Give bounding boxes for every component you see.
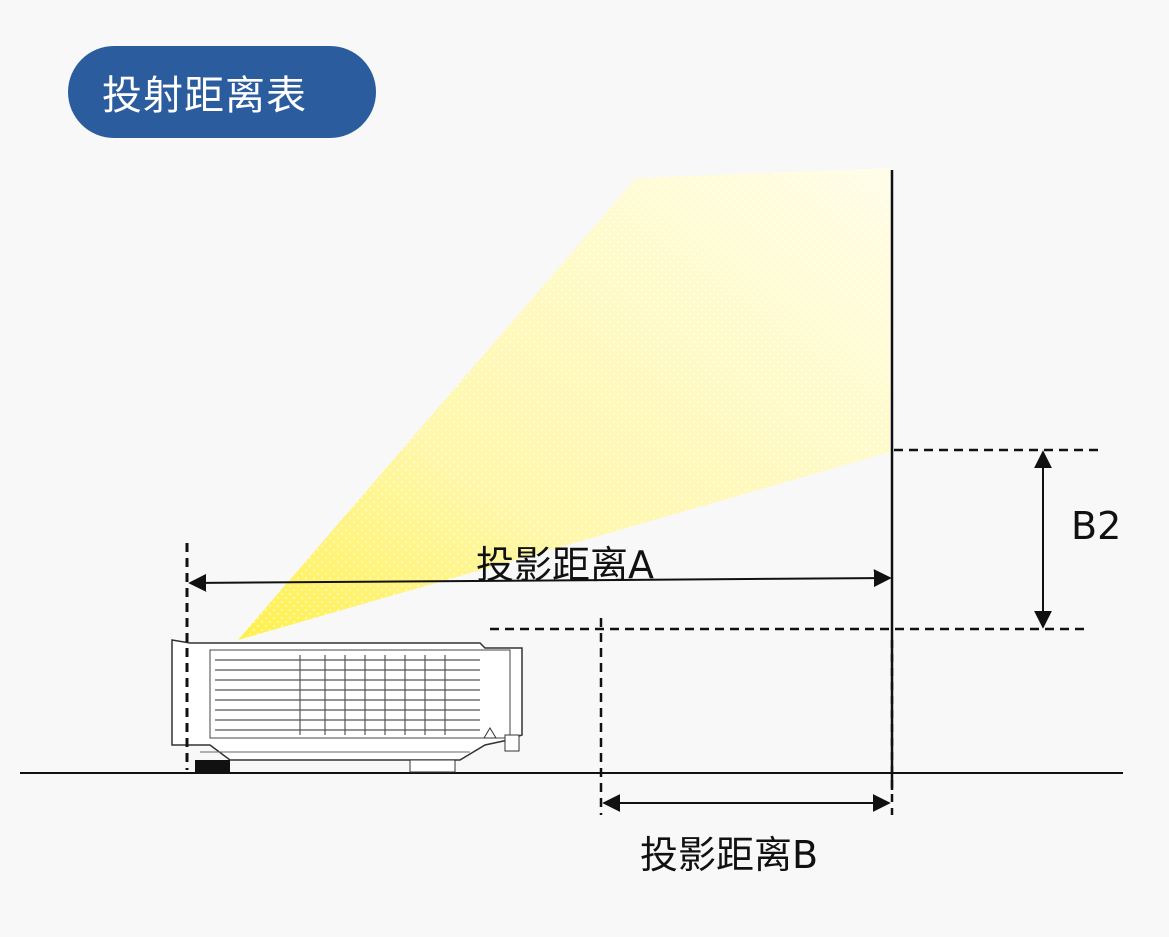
distance-a-label: 投影距离A <box>476 543 654 587</box>
page-title: 投射距离表 <box>68 46 376 138</box>
page-title-text: 投射距离表 <box>102 73 307 119</box>
projector-icon <box>171 639 523 773</box>
distance-a-arrow <box>188 569 892 592</box>
distance-b-label: 投影距离B <box>640 833 819 877</box>
light-beam <box>238 168 890 640</box>
height-b2-label: B2 <box>1071 504 1122 548</box>
